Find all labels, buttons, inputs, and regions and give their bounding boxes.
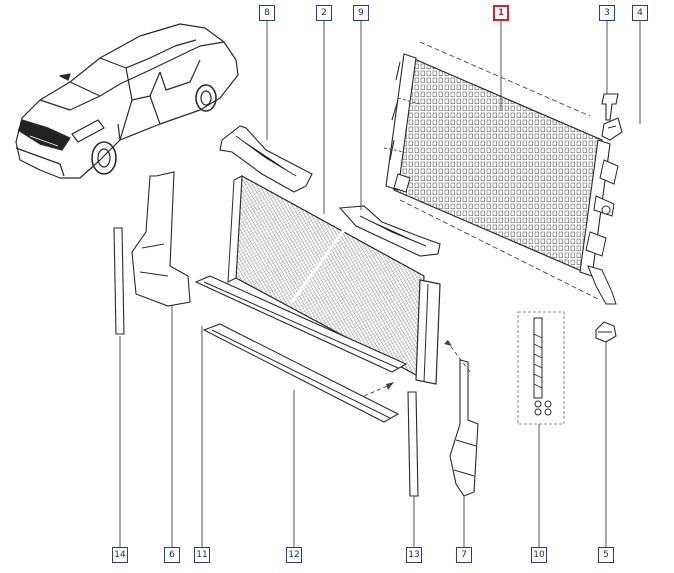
callout-8[interactable]: 8	[259, 5, 275, 21]
callout-13[interactable]: 13	[406, 547, 422, 563]
lower-deflector-12-part[interactable]	[202, 323, 400, 423]
callout-11[interactable]: 11	[194, 547, 210, 563]
callout-1[interactable]: 1	[493, 5, 509, 21]
grommet-part[interactable]	[595, 321, 617, 343]
upper-deflector-right-part[interactable]	[338, 205, 441, 257]
upper-deflector-left-part[interactable]	[219, 125, 313, 193]
seal-strip-13-part[interactable]	[407, 391, 419, 497]
side-deflector-right-part[interactable]	[449, 359, 479, 497]
callout-3[interactable]: 3	[599, 5, 615, 21]
callout-5[interactable]: 5	[598, 547, 614, 563]
condenser-part[interactable]	[227, 175, 441, 385]
assembly-arrows	[363, 97, 471, 397]
side-deflector-left-part[interactable]	[131, 171, 191, 307]
leader-lines	[119, 20, 641, 548]
lower-deflector-11-part[interactable]	[194, 275, 408, 373]
radiator-part[interactable]	[385, 41, 619, 305]
callout-2[interactable]: 2	[316, 5, 332, 21]
callout-9[interactable]: 9	[353, 5, 369, 21]
callout-7[interactable]: 7	[456, 547, 472, 563]
callout-14[interactable]: 14	[112, 547, 128, 563]
radiator-clip-part[interactable]	[601, 93, 619, 121]
car-icon	[15, 23, 239, 179]
callout-4[interactable]: 4	[632, 5, 648, 21]
seal-strip-14-part[interactable]	[113, 227, 125, 335]
callout-10[interactable]: 10	[531, 547, 547, 563]
radiator-bracket-part[interactable]	[601, 117, 623, 141]
drier-kit-part[interactable]	[517, 311, 565, 425]
callout-12[interactable]: 12	[286, 547, 302, 563]
callout-6[interactable]: 6	[164, 547, 180, 563]
